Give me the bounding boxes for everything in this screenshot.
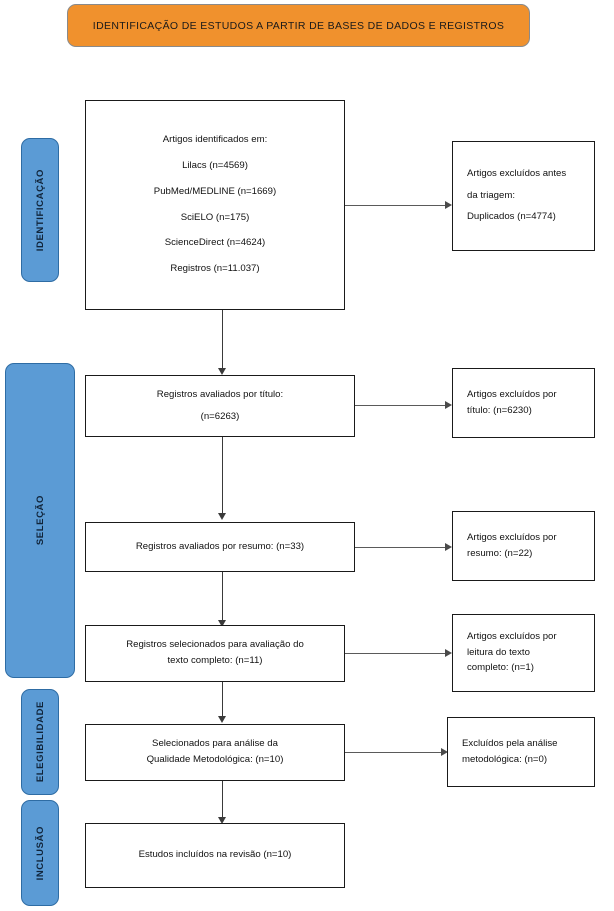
- excluded-before-screening-line2: da triagem:: [467, 189, 515, 201]
- connector-title-to-excluded: [355, 405, 445, 407]
- arrowhead-quality-to-excluded: [441, 747, 448, 756]
- box-records-identified: Artigos identificados em: Lilacs (n=4569…: [85, 100, 345, 310]
- excluded-quality-line2: metodológica: (n=0): [462, 753, 548, 765]
- excluded-before-screening-line1: Artigos excluídos antes: [467, 167, 567, 179]
- excluded-quality-line1: Excluídos pela análise: [462, 737, 558, 749]
- phase-bar-selecao: SELEÇÃO: [5, 363, 75, 678]
- selected-fulltext-line1: Registros selecionados para avaliação do: [126, 639, 304, 651]
- screened-by-title-line2: (n=6263): [200, 410, 240, 422]
- phase-bar-inclusao: INCLUSÃO: [21, 800, 59, 906]
- arrowhead-abstract-to-excluded: [445, 542, 452, 551]
- records-identified-heading: Artigos identificados em:: [162, 133, 268, 145]
- quality-analysis-line2: Qualidade Metodológica: (n=10): [146, 754, 284, 765]
- phase-label-elegibilidade: ELEGIBILIDADE: [34, 701, 46, 783]
- excluded-fulltext-line1: Artigos excluídos por: [467, 630, 557, 642]
- excluded-fulltext-line3: completo: (n=1): [467, 662, 534, 674]
- connector-fulltext-to-excluded: [345, 653, 445, 655]
- included-studies-line1: Estudos incluídos na revisão (n=10): [138, 849, 292, 861]
- source-scielo: SciELO (n=175): [180, 211, 250, 223]
- selected-fulltext-line2: texto completo: (n=11): [167, 655, 263, 666]
- box-excluded-by-title: Artigos excluídos por título: (n=6230): [452, 368, 595, 438]
- connector-abstract-to-fulltext: [221, 572, 223, 622]
- connector-quality-to-excluded: [345, 752, 441, 754]
- box-excluded-fulltext: Artigos excluídos por leitura do texto c…: [452, 614, 595, 692]
- quality-analysis-line1: Selecionados para análise da: [152, 738, 278, 750]
- arrowhead-identification-to-excluded: [445, 200, 452, 209]
- box-screened-by-title: Registros avaliados por título: (n=6263): [85, 375, 355, 437]
- connector-abstract-to-excluded: [355, 547, 445, 549]
- excluded-by-abstract-line1: Artigos excluídos por: [467, 531, 557, 543]
- connector-identification-to-title: [221, 310, 223, 370]
- box-screened-by-abstract: Registros avaliados por resumo: (n=33): [85, 522, 355, 572]
- connector-fulltext-to-quality: [221, 682, 223, 720]
- arrowhead-identification-to-title: [217, 368, 226, 375]
- box-quality-analysis: Selecionados para análise da Qualidade M…: [85, 724, 345, 781]
- arrowhead-fulltext-to-excluded: [445, 648, 452, 657]
- diagram-header-banner: IDENTIFICAÇÃO DE ESTUDOS A PARTIR DE BAS…: [67, 4, 530, 47]
- phase-bar-elegibilidade: ELEGIBILIDADE: [21, 689, 59, 795]
- source-pubmed-medline: PubMed/MEDLINE (n=1669): [153, 185, 277, 197]
- box-excluded-by-abstract: Artigos excluídos por resumo: (n=22): [452, 511, 595, 581]
- excluded-by-title-line2: título: (n=6230): [467, 404, 532, 416]
- arrowhead-abstract-to-fulltext: [217, 620, 226, 627]
- connector-identification-to-excluded: [345, 205, 445, 207]
- diagram-header-title: IDENTIFICAÇÃO DE ESTUDOS A PARTIR DE BAS…: [92, 19, 505, 32]
- connector-title-to-abstract: [221, 437, 223, 515]
- source-lilacs: Lilacs (n=4569): [182, 159, 248, 171]
- phase-label-selecao: SELEÇÃO: [34, 495, 46, 546]
- connector-quality-to-included: [221, 781, 223, 821]
- box-included-studies: Estudos incluídos na revisão (n=10): [85, 823, 345, 888]
- phase-label-inclusao: INCLUSÃO: [34, 825, 46, 881]
- box-excluded-before-screening: Artigos excluídos antes da triagem: Dupl…: [452, 141, 595, 251]
- box-excluded-quality: Excluídos pela análise metodológica: (n=…: [447, 717, 595, 787]
- phase-label-identificacao: IDENTIFICAÇÃO: [34, 168, 46, 252]
- box-selected-fulltext: Registros selecionados para avaliação do…: [85, 625, 345, 682]
- source-sciencedirect: ScienceDirect (n=4624): [164, 237, 266, 249]
- excluded-before-screening-line3: Duplicados (n=4774): [467, 211, 556, 223]
- arrowhead-title-to-abstract: [217, 513, 226, 520]
- source-registros: Registros (n=11.037): [170, 263, 260, 275]
- excluded-by-title-line1: Artigos excluídos por: [467, 388, 557, 400]
- screened-by-title-line1: Registros avaliados por título:: [156, 388, 284, 400]
- arrowhead-quality-to-included: [217, 817, 226, 824]
- excluded-fulltext-line2: leitura do texto: [467, 646, 530, 658]
- screened-by-abstract-line1: Registros avaliados por resumo: (n=33): [135, 540, 305, 552]
- excluded-by-abstract-line2: resumo: (n=22): [467, 547, 533, 559]
- arrowhead-fulltext-to-quality: [217, 716, 226, 723]
- phase-bar-identificacao: IDENTIFICAÇÃO: [21, 138, 59, 282]
- arrowhead-title-to-excluded: [445, 400, 452, 409]
